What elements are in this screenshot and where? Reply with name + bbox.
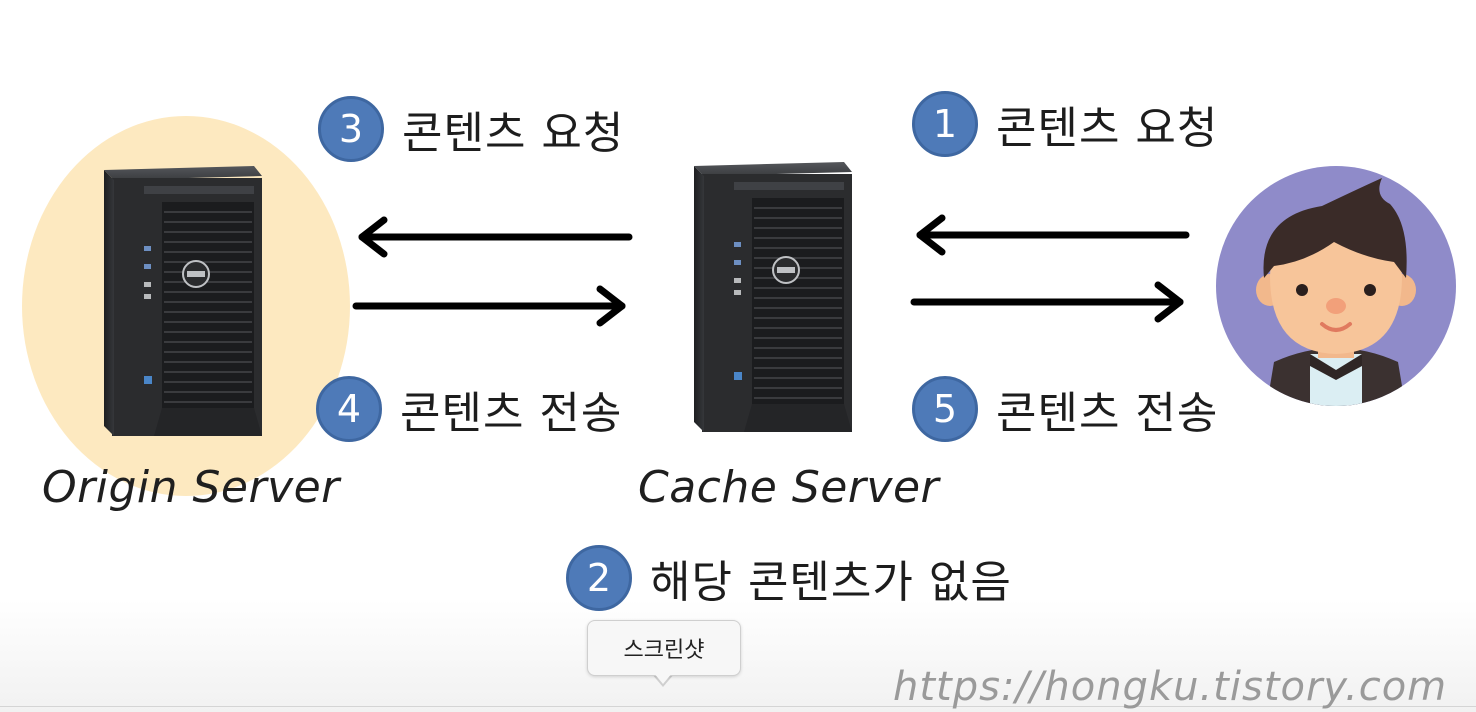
step-3-label: 콘텐츠 요청 [402, 108, 625, 159]
arrow-left-icon [916, 214, 1190, 256]
cache-server-label: Cache Server [638, 462, 940, 513]
step-5: 5 콘텐츠 전송 [912, 376, 1218, 442]
tooltip-tail-inner [653, 672, 673, 684]
step-3-badge: 3 [318, 96, 384, 162]
step-4: 4 콘텐츠 전송 [316, 376, 622, 442]
step-1-badge: 1 [912, 91, 978, 157]
step-3: 3 콘텐츠 요청 [318, 96, 624, 162]
step-2: 2 해당 콘텐츠가 없음 [566, 545, 1012, 611]
step-2-badge: 2 [566, 545, 632, 611]
bottom-divider [0, 706, 1476, 707]
watermark-url: https://hongku.tistory.com [893, 664, 1448, 710]
step-4-badge: 4 [316, 376, 382, 442]
step-1: 1 콘텐츠 요청 [912, 91, 1218, 157]
user-avatar-icon [1214, 166, 1460, 414]
origin-server-icon [104, 164, 264, 440]
step-4-label: 콘텐츠 전송 [400, 388, 623, 439]
step-2-label: 해당 콘텐츠가 없음 [650, 557, 1012, 608]
screenshot-tooltip[interactable]: 스크린샷 [587, 620, 741, 676]
cache-server-icon [694, 160, 854, 436]
origin-server-label: Origin Server [42, 462, 340, 513]
arrow-right-icon [352, 285, 626, 327]
step-5-badge: 5 [912, 376, 978, 442]
step-5-label: 콘텐츠 전송 [996, 388, 1219, 439]
arrow-left-icon [358, 216, 633, 258]
arrow-right-icon [910, 281, 1184, 323]
step-1-label: 콘텐츠 요청 [996, 103, 1219, 154]
